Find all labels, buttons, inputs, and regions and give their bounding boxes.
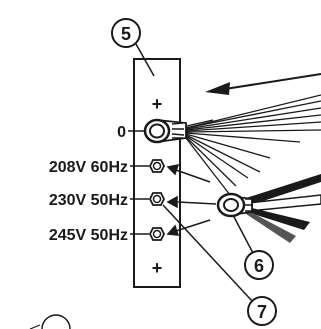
callout-6-leader (232, 214, 254, 254)
tap-label-208: 208V 60Hz (49, 159, 128, 176)
tap-labels: 0 208V 60Hz 230V 50Hz 245V 50Hz (49, 124, 149, 244)
terminal-block: + + (133, 58, 181, 288)
callout-7-label: 7 (257, 302, 267, 322)
callout-5-label: 5 (121, 24, 131, 44)
callout-7-leader (162, 204, 254, 303)
tap-nut-230 (148, 192, 166, 206)
tap-nut-245 (148, 227, 166, 241)
tap-label-230: 230V 50Hz (49, 192, 128, 209)
plus-symbol-bottom: + (152, 258, 163, 278)
pointer-arrow (205, 73, 321, 95)
cropped-callout-circle (41, 314, 71, 329)
tap-nut-208 (148, 159, 166, 173)
callout-6-label: 6 (254, 256, 264, 276)
callout-7: 7 (162, 204, 277, 326)
tap-label-245: 245V 50Hz (49, 227, 128, 244)
cropped-callout-leader (29, 324, 41, 329)
tap-label-0: 0 (117, 124, 126, 141)
ring-lug-6 (216, 192, 253, 218)
option-arrows (166, 164, 217, 236)
plus-symbol-top: + (152, 94, 163, 114)
callout-5: 5 (111, 18, 155, 77)
wire-bundle-top (177, 94, 321, 196)
callout-6: 6 (232, 214, 274, 280)
callout-5-leader (135, 43, 155, 77)
ring-lug-0 (143, 118, 187, 144)
wire-bundle-bottom (246, 174, 321, 243)
